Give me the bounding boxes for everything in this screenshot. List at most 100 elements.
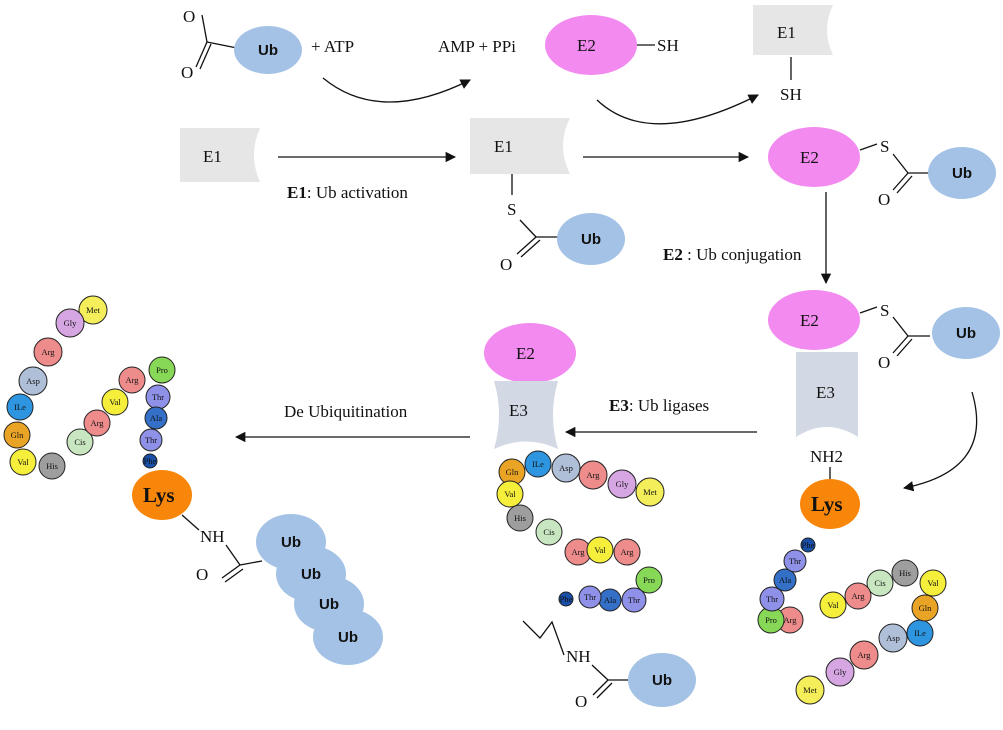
amino-label-arg: Arg [857, 650, 871, 660]
amino-bead-gln [3, 421, 31, 449]
amino-bead-arg [613, 538, 641, 566]
deubiquitination-label: De Ubiquitination [284, 402, 408, 421]
amino-label-ala: Ala [779, 575, 792, 585]
arrow-atp-to-amp [322, 77, 471, 103]
sh-label: SH [657, 36, 679, 55]
ub-carboxyl-group: O O [181, 7, 238, 82]
amino-bead-thr [759, 586, 785, 612]
ub-middle [628, 653, 696, 707]
amino-bead-asp [18, 366, 48, 396]
poly-ub-chain: Ub Ub Ub Ub [256, 514, 383, 665]
amino-label-ile: ILe [532, 459, 544, 469]
e2-free-label: E2 [577, 36, 596, 55]
e3-ligase-right-label: E3 [816, 383, 835, 402]
amino-bead-gln [911, 594, 939, 622]
oxygen-label: O [183, 7, 195, 26]
amino-label-asp: Asp [886, 633, 900, 643]
e3-ligases-label: E3: Ub ligases [609, 396, 709, 415]
amino-bead-arg [33, 337, 63, 367]
e2-bound-e3 [768, 290, 860, 350]
amino-bead-pro [635, 566, 663, 594]
amino-bead-asp [551, 453, 581, 483]
sulfur-label: S [880, 137, 889, 156]
amino-label-gln: Gln [11, 430, 25, 440]
sulfur-label: S [880, 301, 889, 320]
amino-label-pro: Pro [156, 365, 168, 375]
amino-bead-arg [118, 366, 146, 394]
amino-label-met: Met [643, 487, 657, 497]
lys-left-label: Lys [143, 483, 175, 507]
amino-label-val: Val [927, 578, 939, 588]
amino-bead-val [586, 536, 614, 564]
amino-bead-arg [578, 460, 608, 490]
amino-bead-cis [66, 428, 94, 456]
amino-bead-cis [866, 569, 894, 597]
amino-bead-met [78, 295, 108, 325]
e2-thioester [768, 127, 860, 187]
amino-bead-arg [844, 582, 872, 610]
amino-bead-val [919, 569, 947, 597]
amino-label-arg: Arg [851, 591, 865, 601]
e1-thioester [470, 118, 570, 174]
amino-label-cis: Cis [874, 578, 885, 588]
amino-label-ile: ILe [14, 402, 26, 412]
e3-ligase-right [796, 352, 858, 437]
e1-released [753, 5, 833, 55]
amino-label-arg: Arg [41, 347, 55, 357]
oxygen-label: O [878, 190, 890, 209]
amino-label-thr: Thr [628, 595, 640, 605]
amino-label-ala: Ala [604, 595, 617, 605]
amino-label-asp: Asp [26, 376, 40, 386]
poly-ub-4-label: Ub [338, 629, 358, 646]
amino-bead-ala [773, 568, 797, 592]
amino-label-arg: Arg [571, 547, 585, 557]
amino-bead-ala [144, 406, 168, 430]
amino-bead-val [819, 591, 847, 619]
amino-bead-met [795, 675, 825, 705]
amino-label-phe: Phe [144, 456, 157, 466]
amino-label-thr: Thr [152, 392, 164, 402]
poly-ub-1 [256, 514, 326, 570]
amino-label-arg: Arg [90, 418, 104, 428]
e2-middle [484, 323, 576, 383]
amp-ppi-label: AMP + PPi [438, 37, 516, 56]
amino-label-his: His [899, 568, 911, 578]
oxygen-label: O [181, 63, 193, 82]
amino-label-met: Met [803, 685, 817, 695]
amino-label-thr: Thr [766, 594, 778, 604]
amino-label-ala: Ala [150, 413, 163, 423]
amino-label-val: Val [594, 545, 606, 555]
lys-right-label: Lys [811, 492, 843, 516]
nh-label: NH [566, 647, 591, 666]
nh2-label: NH2 [810, 447, 843, 466]
amino-label-thr: Thr [584, 592, 596, 602]
sulfur-label: S [507, 200, 516, 219]
e1-thioester-label: E1 [494, 137, 513, 156]
amino-bead-thr [621, 587, 647, 613]
amino-label-val: Val [827, 600, 839, 610]
oxygen-label: O [500, 255, 512, 274]
amino-bead-phe [142, 453, 158, 469]
lys-right [800, 479, 860, 529]
amino-label-val: Val [504, 489, 516, 499]
amino-label-gly: Gly [616, 479, 630, 489]
e1-activation-label: E1: Ub activation [287, 183, 408, 202]
amino-label-his: His [514, 513, 526, 523]
amino-bead-gly [607, 469, 637, 499]
ub-e2 [928, 147, 996, 199]
lys-left [132, 470, 192, 520]
amino-label-gly: Gly [834, 667, 848, 677]
e1-enzyme [180, 128, 260, 182]
amino-label-met: Met [86, 305, 100, 315]
amino-label-his: His [46, 461, 58, 471]
amino-label-ile: ILe [914, 628, 926, 638]
amino-label-cis: Cis [74, 437, 85, 447]
arrow-e3-to-substrate [902, 391, 978, 492]
e3-ligase-middle-label: E3 [509, 401, 528, 420]
amino-bead-thr [783, 549, 807, 573]
e1-enzyme-label: E1 [203, 147, 222, 166]
nh-label: NH [200, 527, 225, 546]
